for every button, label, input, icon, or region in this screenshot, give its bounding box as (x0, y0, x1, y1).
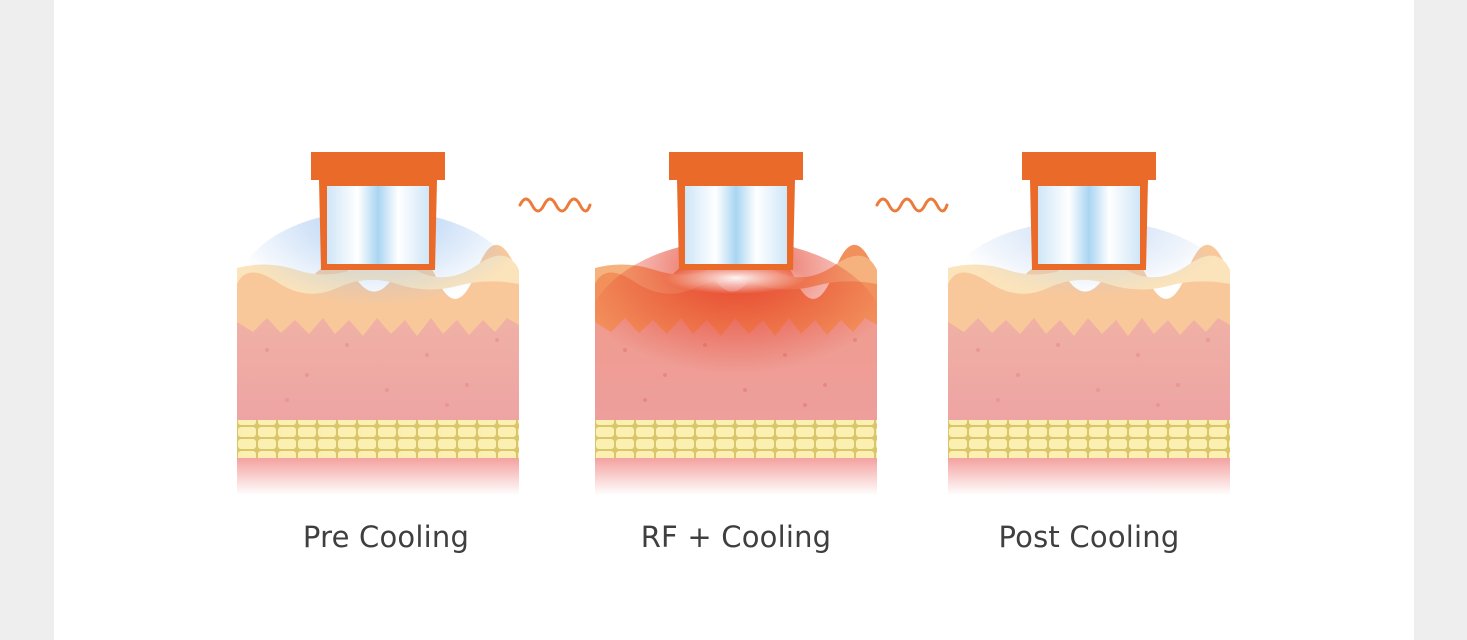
applicator-cap (669, 152, 803, 180)
cooling-window (1038, 186, 1140, 264)
cooling-zone (949, 220, 1229, 360)
cooling-zone (238, 210, 518, 370)
cooling-window (685, 186, 787, 264)
stage-label-rf-cooling: RF + Cooling (640, 520, 832, 554)
skin-cross-section (237, 152, 519, 495)
lower-tissue (595, 455, 877, 495)
rf-wave-icon (875, 197, 949, 213)
heating-zone (595, 240, 877, 430)
skin-cross-section (595, 152, 877, 495)
fat-layer (948, 418, 1230, 458)
stage-pre-cooling (237, 150, 519, 495)
applicator-cap (311, 152, 445, 180)
stage-label-post-cooling: Post Cooling (998, 520, 1180, 554)
lower-tissue (948, 455, 1230, 495)
stage-post-cooling (948, 150, 1230, 495)
stage-label-pre-cooling: Pre Cooling (302, 520, 470, 554)
lower-tissue (237, 455, 519, 495)
rf-wave-icon (518, 197, 592, 213)
applicator-cap (1022, 152, 1156, 180)
skin-cross-section (948, 152, 1230, 495)
cooling-window (327, 186, 429, 264)
fat-layer (237, 418, 519, 458)
stage-rf-cooling (595, 150, 877, 495)
